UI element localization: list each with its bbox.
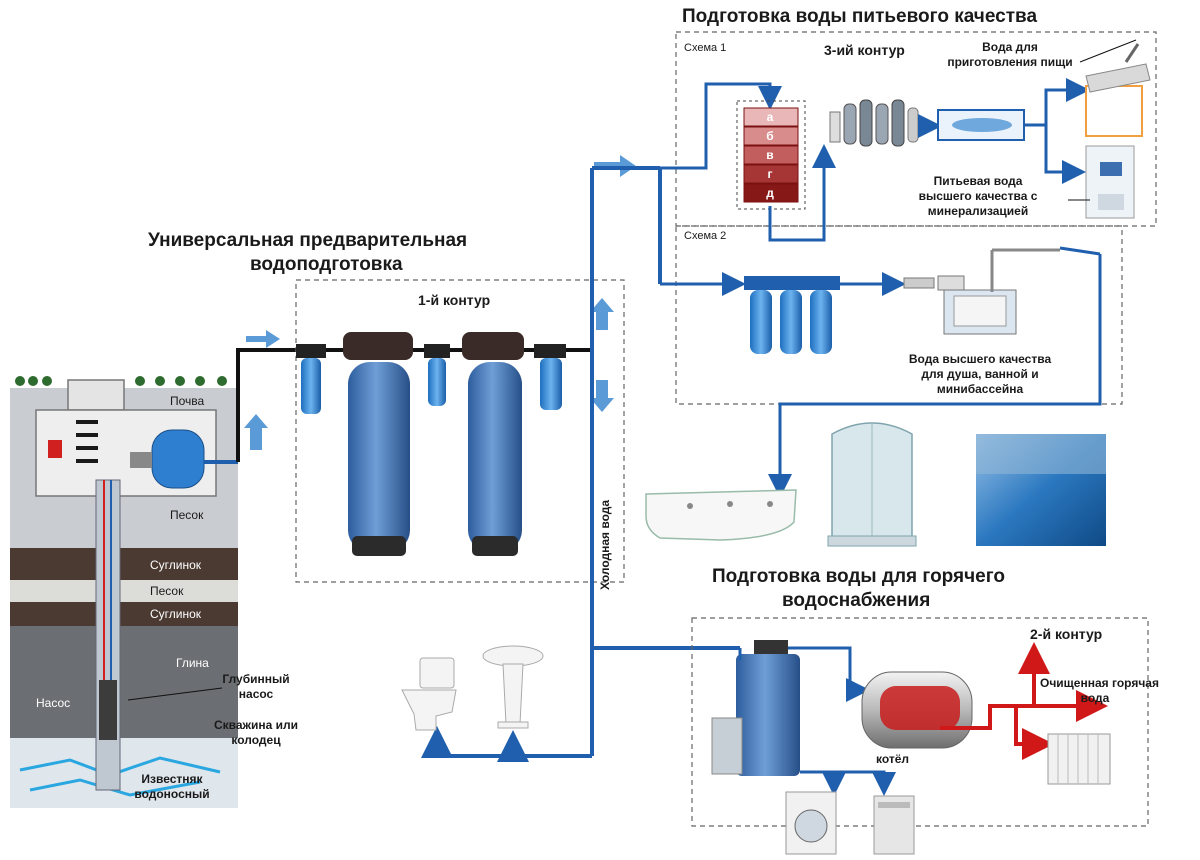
sand-label-2: Песок — [150, 584, 184, 598]
kitchen-sink — [1079, 39, 1151, 137]
soil-layer-clay — [10, 626, 238, 738]
filter-stage-b: б — [766, 129, 774, 143]
soil-layer-loam-1 — [10, 548, 238, 580]
boiler — [861, 671, 973, 749]
clay-label: Глина — [176, 656, 209, 670]
uv-sterilizer — [903, 248, 1060, 335]
contour-1-equipment — [296, 332, 566, 556]
prefilter-1 — [301, 358, 321, 414]
contour-1-box — [295, 279, 625, 583]
cold-water-label: Холодная вода — [598, 499, 612, 590]
scheme-2-label: Схема 2 — [684, 230, 727, 242]
pressure-switch — [130, 452, 152, 468]
bathtub — [645, 489, 797, 541]
soil-layer-loam-2 — [10, 602, 238, 626]
hot-water-softener — [711, 640, 800, 776]
sand-label: Песок — [170, 508, 204, 522]
radiator — [1047, 733, 1111, 785]
ground-section — [10, 376, 238, 808]
soil-label: Почва — [170, 394, 205, 408]
shower-cabin — [827, 422, 917, 547]
pump-label: Насос — [36, 696, 71, 710]
reverse-osmosis-unit — [829, 99, 919, 147]
prefilter-3 — [540, 358, 562, 410]
softener-tank-2 — [468, 362, 522, 552]
contour-1-label: 1-й контур — [418, 292, 491, 308]
hydro-accumulator — [151, 429, 205, 489]
washing-machine — [785, 791, 837, 855]
filter-stage-v: в — [766, 148, 774, 162]
loam-label-2: Суглинок — [150, 607, 202, 621]
deep-pump — [99, 680, 117, 740]
title-pretreatment-2: водоподготовка — [250, 254, 403, 275]
title-hot-water-1: Подготовка воды для горячего — [712, 566, 1005, 587]
multistage-filter — [743, 107, 799, 203]
caisson-top — [67, 379, 125, 411]
filter-stage-a: а — [766, 110, 774, 124]
scheme-1-label: Схема 1 — [684, 42, 727, 54]
title-pretreatment-1: Универсальная предварительная — [148, 230, 468, 251]
water-dispenser — [1068, 145, 1135, 219]
filter-stage-g: г — [767, 167, 773, 181]
contour-2-box — [691, 617, 1149, 827]
inlet-pipe — [236, 348, 300, 462]
toilet — [401, 657, 457, 731]
control-box — [48, 440, 62, 458]
boiler-label: котёл — [876, 752, 910, 766]
dishwasher — [873, 795, 915, 855]
title-drinking-water: Подготовка воды питьевого качества — [682, 6, 1038, 27]
contour-2-label: 2-й контур — [1030, 626, 1103, 642]
title-hot-water-2: водоснабжения — [782, 590, 931, 611]
loam-label-1: Суглинок — [150, 558, 202, 572]
control-valve-2 — [462, 332, 524, 360]
filter-stage-d: д — [766, 186, 774, 200]
softener-tank-1 — [348, 362, 410, 552]
prefilter-2 — [428, 358, 446, 406]
washbasin — [482, 645, 544, 729]
triple-filter-unit — [744, 276, 840, 354]
control-valve-1 — [343, 332, 413, 360]
scheme-1-box — [675, 31, 1157, 227]
soil-layer-sand-2 — [10, 580, 238, 602]
well-casing — [95, 479, 121, 791]
contour-3-label: 3-ий контур — [824, 42, 905, 58]
soil-layer-limestone — [10, 738, 238, 808]
